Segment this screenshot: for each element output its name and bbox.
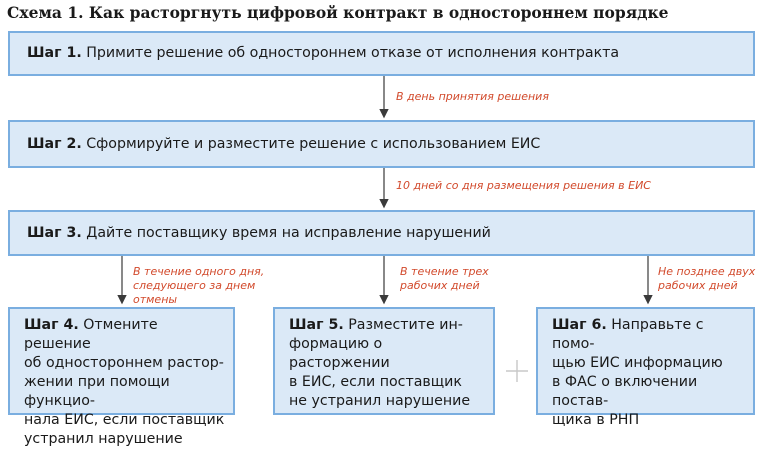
connectors <box>117 76 653 382</box>
diagram-title: Схема 1. Как расторгнуть цифровой контра… <box>7 3 669 22</box>
arrow-label-1: В день принятия решения <box>396 90 549 103</box>
step-6-box: Шаг 6. Направьте с помо- щью ЕИС информа… <box>536 307 755 428</box>
step-1-text: Примите решение об одностороннем отказе … <box>86 45 620 61</box>
step-1-label: Шаг 1. <box>27 45 82 61</box>
step-2-text: Сформируйте и разместите решение с испол… <box>86 135 541 152</box>
plus-sign <box>506 360 528 382</box>
step-5-label: Шаг 5. <box>289 317 344 333</box>
arrow-label-2: 10 дней со дня размещения решения в ЕИС <box>396 179 651 192</box>
step-2-label: Шаг 2. <box>27 135 82 152</box>
arrow-label-3: В течение одного дня, следующего за днем… <box>133 265 265 306</box>
step-3-text: Дайте поставщику время на исправление на… <box>86 224 491 241</box>
arrow-label-5: Не позднее двух рабочих дней <box>658 265 756 292</box>
step-6-label: Шаг 6. <box>552 317 607 333</box>
step-1-box: Шаг 1. Примите решение об одностороннем … <box>8 31 755 76</box>
step-2-box: Шаг 2. Сформируйте и разместите решение … <box>8 120 755 168</box>
step-3-label: Шаг 3. <box>27 224 82 241</box>
step-4-label: Шаг 4. <box>24 317 79 333</box>
step-3-box: Шаг 3. Дайте поставщику время на исправл… <box>8 210 755 256</box>
step-5-box: Шаг 5. Разместите ин- формацию о расторж… <box>273 307 495 415</box>
arrow-label-4: В течение трех рабочих дней <box>400 265 489 292</box>
step-4-box: Шаг 4. Отмените решение об одностороннем… <box>8 307 235 447</box>
